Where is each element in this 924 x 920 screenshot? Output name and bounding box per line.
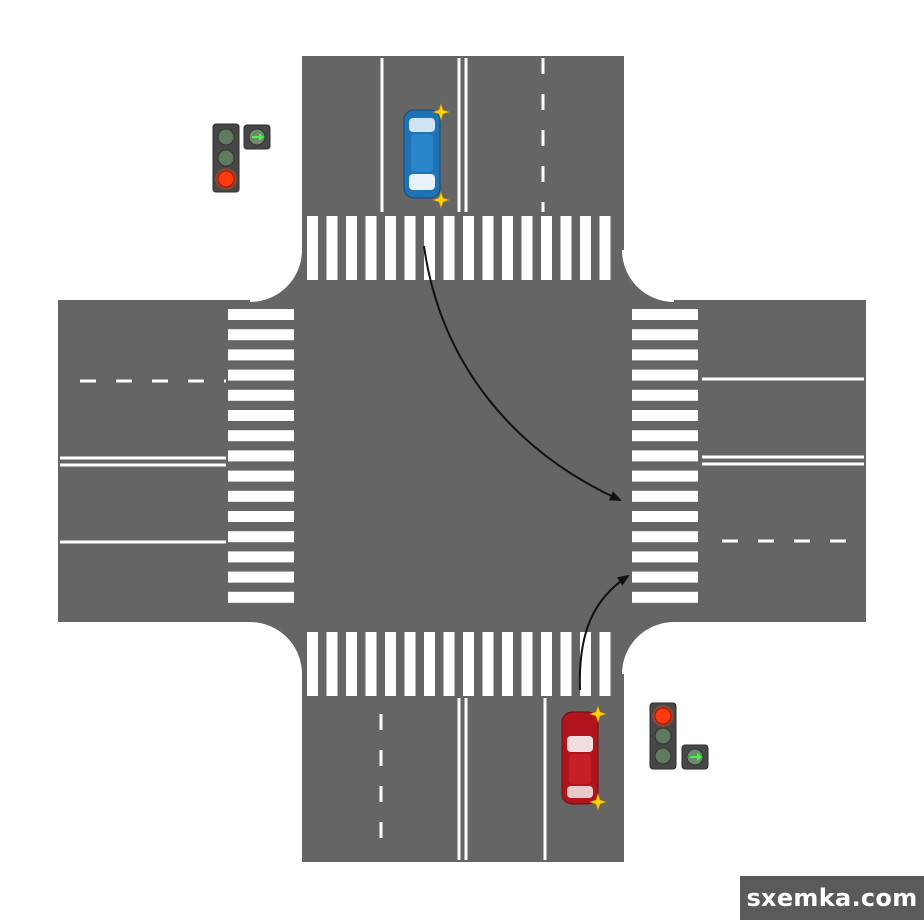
crosswalk-stripe [365,632,377,696]
crosswalk-stripe [632,571,698,583]
crosswalk-stripe [632,410,698,421]
crosswalk-stripe [228,470,294,482]
crosswalk-south [307,632,611,696]
crosswalk-stripe [228,309,294,320]
crosswalk-stripe [580,632,591,696]
crosswalk-stripe [404,632,416,696]
right-arrow-icon [252,133,264,141]
crosswalk-stripe [424,216,435,280]
curb-corners [250,250,674,674]
crosswalk-stripe [228,410,294,421]
crosswalk-stripe [560,216,572,280]
crosswalk-stripe [632,349,698,361]
blinker-star-icon [432,191,450,209]
right-arrow-icon [690,753,702,761]
crosswalk-stripe [307,632,318,696]
crosswalk-stripe [560,632,572,696]
watermark-text: sxemka.com [746,884,918,912]
red-car-trajectory-arrow [578,574,630,691]
crosswalk-stripe [482,216,494,280]
crosswalk-stripe [502,216,513,280]
crosswalk-stripe [228,450,294,462]
crosswalk-stripe [632,591,698,603]
crosswalk-stripe [443,216,455,280]
crosswalk-stripe [632,450,698,462]
crosswalk-stripe [326,632,338,696]
crosswalk-stripe [228,571,294,583]
crosswalk-stripe [482,632,494,696]
crosswalk-stripe [228,490,294,502]
crosswalk-stripe [307,216,318,280]
crosswalk-stripe [632,531,698,543]
watermark: sxemka.com [740,876,924,920]
blue-car-trajectory-arrow [423,245,622,501]
crosswalk-west [228,309,294,603]
blinker-star-icon [432,103,450,121]
crosswalk-stripe [502,632,513,696]
crosswalk-stripe [632,511,698,522]
blinker-star-icon [589,705,607,723]
crosswalk-stripe [424,632,435,696]
traffic-light-north [212,123,271,193]
crosswalk-stripe [228,591,294,603]
crosswalk-stripe [632,490,698,502]
red-car [561,705,607,811]
crosswalk-stripe [228,430,294,442]
crosswalk-stripe [228,369,294,381]
crosswalk-stripe [463,216,474,280]
blue-car [403,103,450,209]
crosswalk-stripe [521,632,533,696]
crosswalk-stripe [228,511,294,522]
traffic-light-south [649,702,709,770]
crosswalk-stripe [228,389,294,401]
crosswalk-north [307,216,611,280]
crosswalk-stripe [365,216,377,280]
crosswalk-stripe [632,369,698,381]
crosswalk-stripe [385,632,396,696]
crosswalk-stripe [632,329,698,341]
crosswalk-stripe [599,632,611,696]
crosswalk-stripe [228,531,294,543]
crosswalk-east [632,309,698,603]
lane-markings [60,58,864,860]
crosswalk-stripe [346,632,357,696]
intersection-center [250,250,674,674]
crosswalk-stripe [228,349,294,361]
crosswalk-stripe [632,470,698,482]
crosswalk-stripe [521,216,533,280]
crosswalk-stripe [632,389,698,401]
crosswalk-stripe [346,216,357,280]
crosswalk-stripe [632,430,698,442]
crosswalk-stripe [599,216,611,280]
crosswalk-stripe [326,216,338,280]
blinker-star-icon [589,793,607,811]
crosswalk-stripe [385,216,396,280]
crosswalk-stripe [580,216,591,280]
crosswalk-stripe [632,551,698,563]
crosswalk-stripe [228,329,294,341]
crosswalk-stripe [632,309,698,320]
crosswalk-stripe [228,551,294,563]
crosswalk-stripe [541,216,552,280]
crosswalk-stripe [541,632,552,696]
crosswalk-stripe [443,632,455,696]
crosswalk-stripe [404,216,416,280]
crosswalk-stripe [463,632,474,696]
